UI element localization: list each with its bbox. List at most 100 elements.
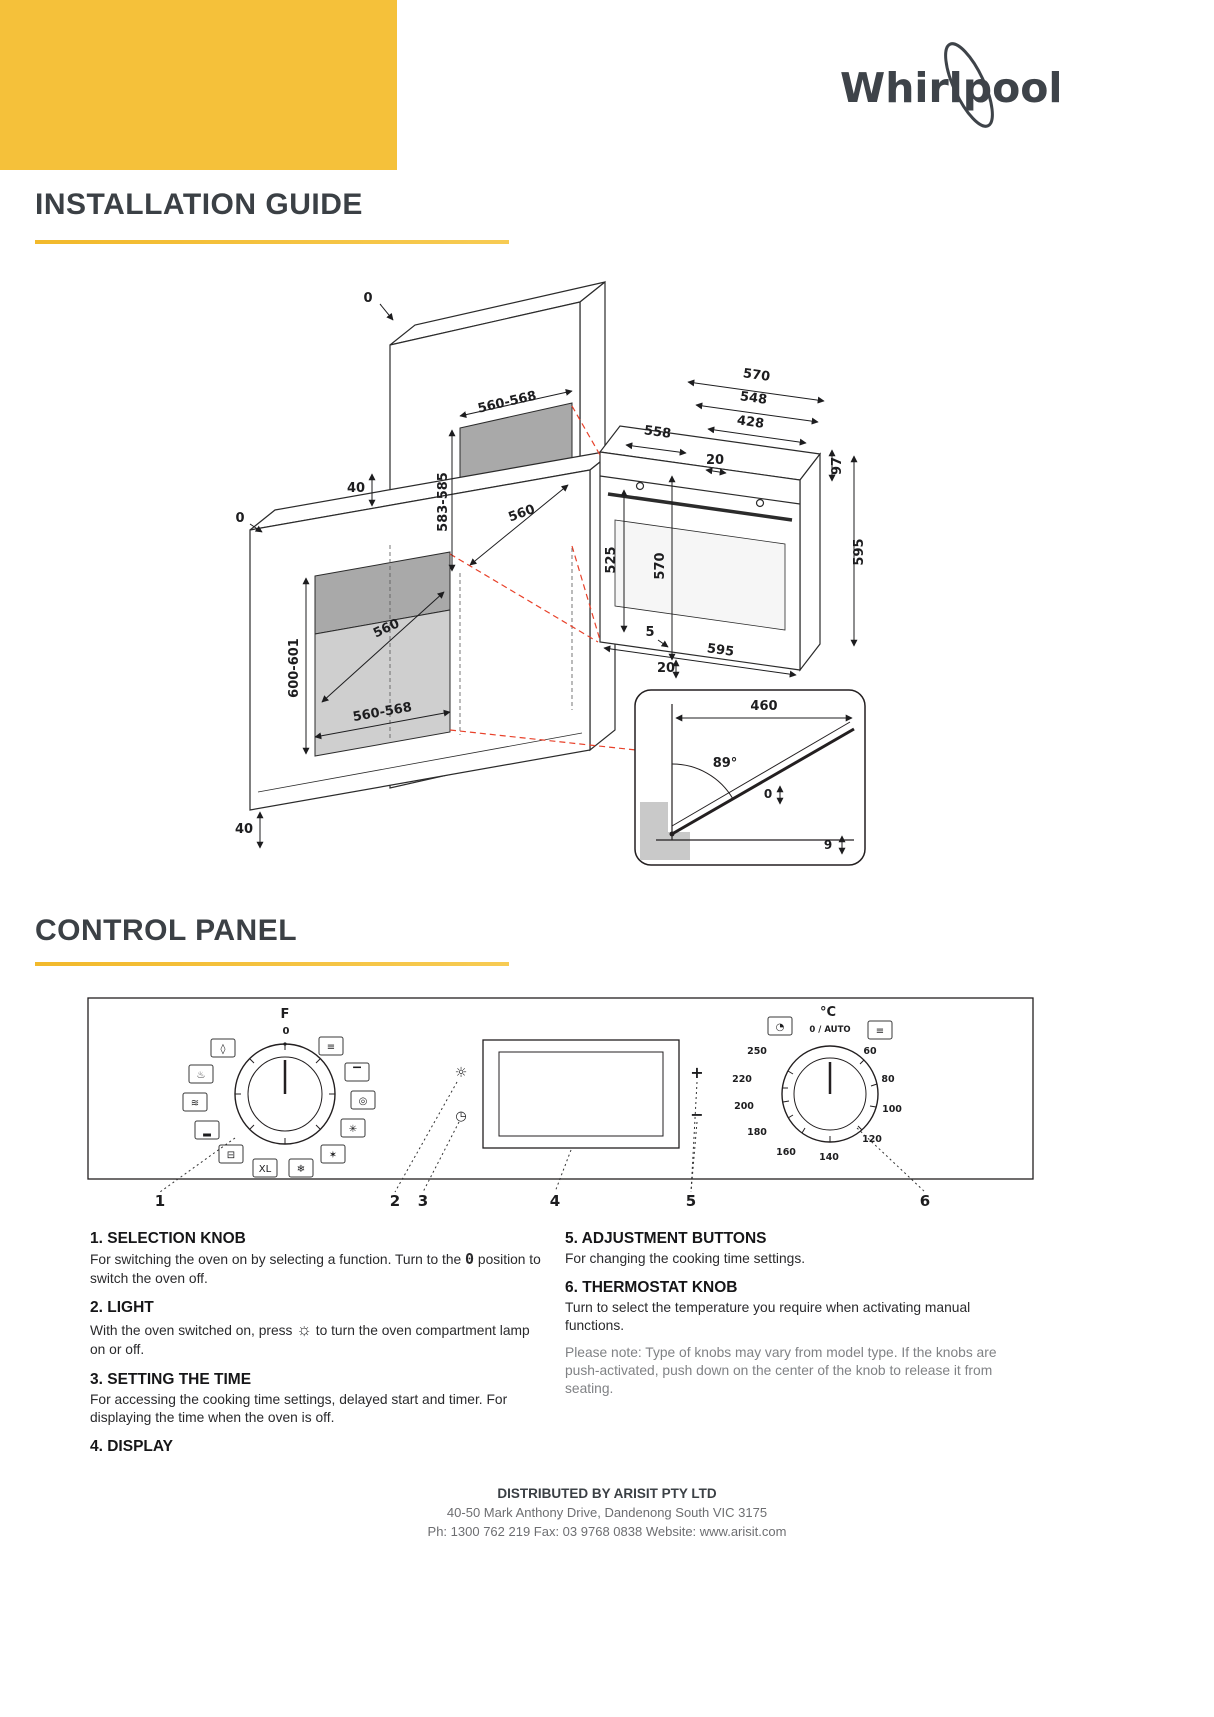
installation-diagram: 0 560-568 583-585 560 40 0 560 600-601 5… [235, 280, 867, 866]
dim-oven-front-525: 525 [604, 546, 619, 573]
grill-fan-icon: ≡ [327, 1042, 335, 1053]
lamp-icon: ☼ [296, 1320, 312, 1339]
minus-button: − [690, 1105, 703, 1124]
dim-oven-depth-558: 558 [643, 423, 672, 442]
thermostat-icons: ◔ ≡ [767, 1016, 893, 1040]
dim-oven-side-97: 97 [830, 457, 845, 475]
item4-heading: 4. DISPLAY [90, 1438, 173, 1456]
installation-title: INSTALLATION GUIDE [35, 188, 363, 221]
knob-note: Please note: Type of knobs may vary from… [565, 1344, 997, 1397]
item6-body: Turn to select the temperature you requi… [565, 1300, 971, 1334]
open-door [671, 727, 855, 836]
installation-rule [35, 240, 509, 244]
dim-door-angle-89: 89° [713, 756, 738, 771]
turbo-grill-icon: ≋ [191, 1098, 199, 1109]
item5-heading: 5. ADJUSTMENT BUTTONS [565, 1230, 767, 1247]
plus-button: + [690, 1063, 703, 1082]
oven-knob-right [755, 498, 765, 508]
dim-gap-mid: 40 [347, 481, 365, 496]
instructions-right-column: 5. ADJUSTMENT BUTTONS For changing the c… [565, 1230, 1033, 1398]
dim-niche-height-tall: 583-585 [436, 472, 451, 532]
thermostat-unit-label: °C [820, 1005, 836, 1020]
dim-oven-bottom-595: 595 [706, 641, 735, 660]
dim-oven-top-20: 20 [706, 453, 724, 468]
selection-dial-label: F [281, 1007, 290, 1022]
item1-body: For switching the oven on by selecting a… [90, 1250, 541, 1286]
projection-lines [449, 405, 637, 751]
top-heat-icon: ▔ [352, 1066, 361, 1079]
lamp-button-icon: ☼ [455, 1065, 468, 1081]
brand-band [0, 0, 397, 170]
instructions-left-column: 1. SELECTION KNOB For switching the oven… [90, 1230, 542, 1458]
bottom-heat-icon: ▂ [202, 1126, 211, 1137]
dim-door-gap-0: 0 [764, 787, 772, 801]
dimension-lines [249, 303, 858, 855]
zero-position-symbol: 0 [465, 1250, 475, 1268]
fan-icon: ◎ [359, 1096, 368, 1107]
whirlpool-logo: Whirlpool [838, 36, 1078, 134]
dim-door-width-460: 460 [750, 699, 777, 714]
item2-body: With the oven switched on, press ☼ to tu… [90, 1320, 530, 1358]
xl-icon: XL [259, 1164, 272, 1175]
temp-180: 180 [747, 1127, 767, 1138]
item6-heading: 6. THERMOSTAT KNOB [565, 1279, 738, 1297]
temp-250: 250 [747, 1046, 767, 1057]
grill-icon: ♨ [197, 1070, 206, 1081]
dim-niche-height-base: 600-601 [287, 638, 302, 698]
base-cabinet [249, 448, 616, 811]
logo-text: Whirlpool [840, 64, 1062, 112]
oven [598, 425, 822, 672]
oven-door-glass [614, 519, 786, 631]
display-module [482, 1039, 680, 1149]
defrost-icon: ❄ [297, 1164, 305, 1175]
selection-off-label: 0 [283, 1026, 290, 1037]
temp-120: 120 [862, 1134, 882, 1145]
dim-oven-width-548: 548 [739, 389, 768, 408]
selection-function-icons: ◊ ♨ ≋ ▂ ⊟ XL ❄ ✶ ✳ ◎ ▔ ≡ [182, 1036, 376, 1178]
item3-heading: 3. SETTING THE TIME [90, 1370, 252, 1388]
pizza-icon: ✶ [329, 1150, 337, 1161]
callout-3: 3 [418, 1192, 428, 1210]
dim-zero-base: 0 [235, 511, 244, 526]
thermostat-auto-label: 0 / AUTO [809, 1025, 850, 1035]
callout-6: 6 [920, 1192, 930, 1210]
dim-oven-width-570: 570 [742, 366, 771, 385]
callout-numbers: 1 2 3 4 5 6 [155, 1192, 930, 1210]
control-panel-rule [35, 962, 509, 966]
dim-oven-bottom-5: 5 [645, 625, 654, 640]
dim-door-gap-9: 9 [824, 838, 832, 852]
door-angle-arc [671, 763, 734, 800]
clock-button-icon: ◷ [455, 1109, 466, 1124]
temp-200: 200 [734, 1101, 754, 1112]
footer: DISTRIBUTED BY ARISIT PTY LTD 40-50 Mark… [0, 1486, 1214, 1543]
temp-100: 100 [882, 1104, 902, 1115]
timer-icon: ◔ [776, 1022, 785, 1033]
item3-body: For accessing the cooking time settings,… [90, 1391, 508, 1425]
cabinet-section-block2 [640, 832, 690, 860]
control-panel-title: CONTROL PANEL [35, 914, 298, 947]
oven-handle [607, 492, 793, 522]
dim-oven-bottom-20: 20 [657, 661, 675, 676]
temp-220: 220 [732, 1074, 752, 1085]
temp-160: 160 [776, 1147, 796, 1158]
callout-5: 5 [686, 1192, 696, 1210]
temp-140: 140 [819, 1152, 839, 1163]
callout-4: 4 [550, 1192, 560, 1210]
callout-1: 1 [155, 1192, 165, 1210]
temp-80: 80 [881, 1074, 895, 1085]
callout-leaders [159, 1081, 926, 1193]
logo-swoosh-icon [944, 42, 994, 128]
item2-heading: 2. LIGHT [90, 1299, 154, 1316]
item1-heading: 1. SELECTION KNOB [90, 1230, 246, 1247]
fan-bake-icon: ✳ [349, 1124, 357, 1135]
address-line: 40-50 Mark Anthony Drive, Dandenong Sout… [446, 1505, 768, 1520]
conventional-icon: ⊟ [227, 1150, 235, 1161]
dim-oven-front-570: 570 [653, 552, 668, 579]
hidden-lines [389, 545, 573, 740]
thermostat-knob [781, 1045, 879, 1143]
callout-2: 2 [390, 1192, 400, 1210]
selection-off-dot [283, 1042, 287, 1046]
oven-knob-left [635, 481, 645, 491]
item5-body: For changing the cooking time settings. [565, 1251, 806, 1266]
